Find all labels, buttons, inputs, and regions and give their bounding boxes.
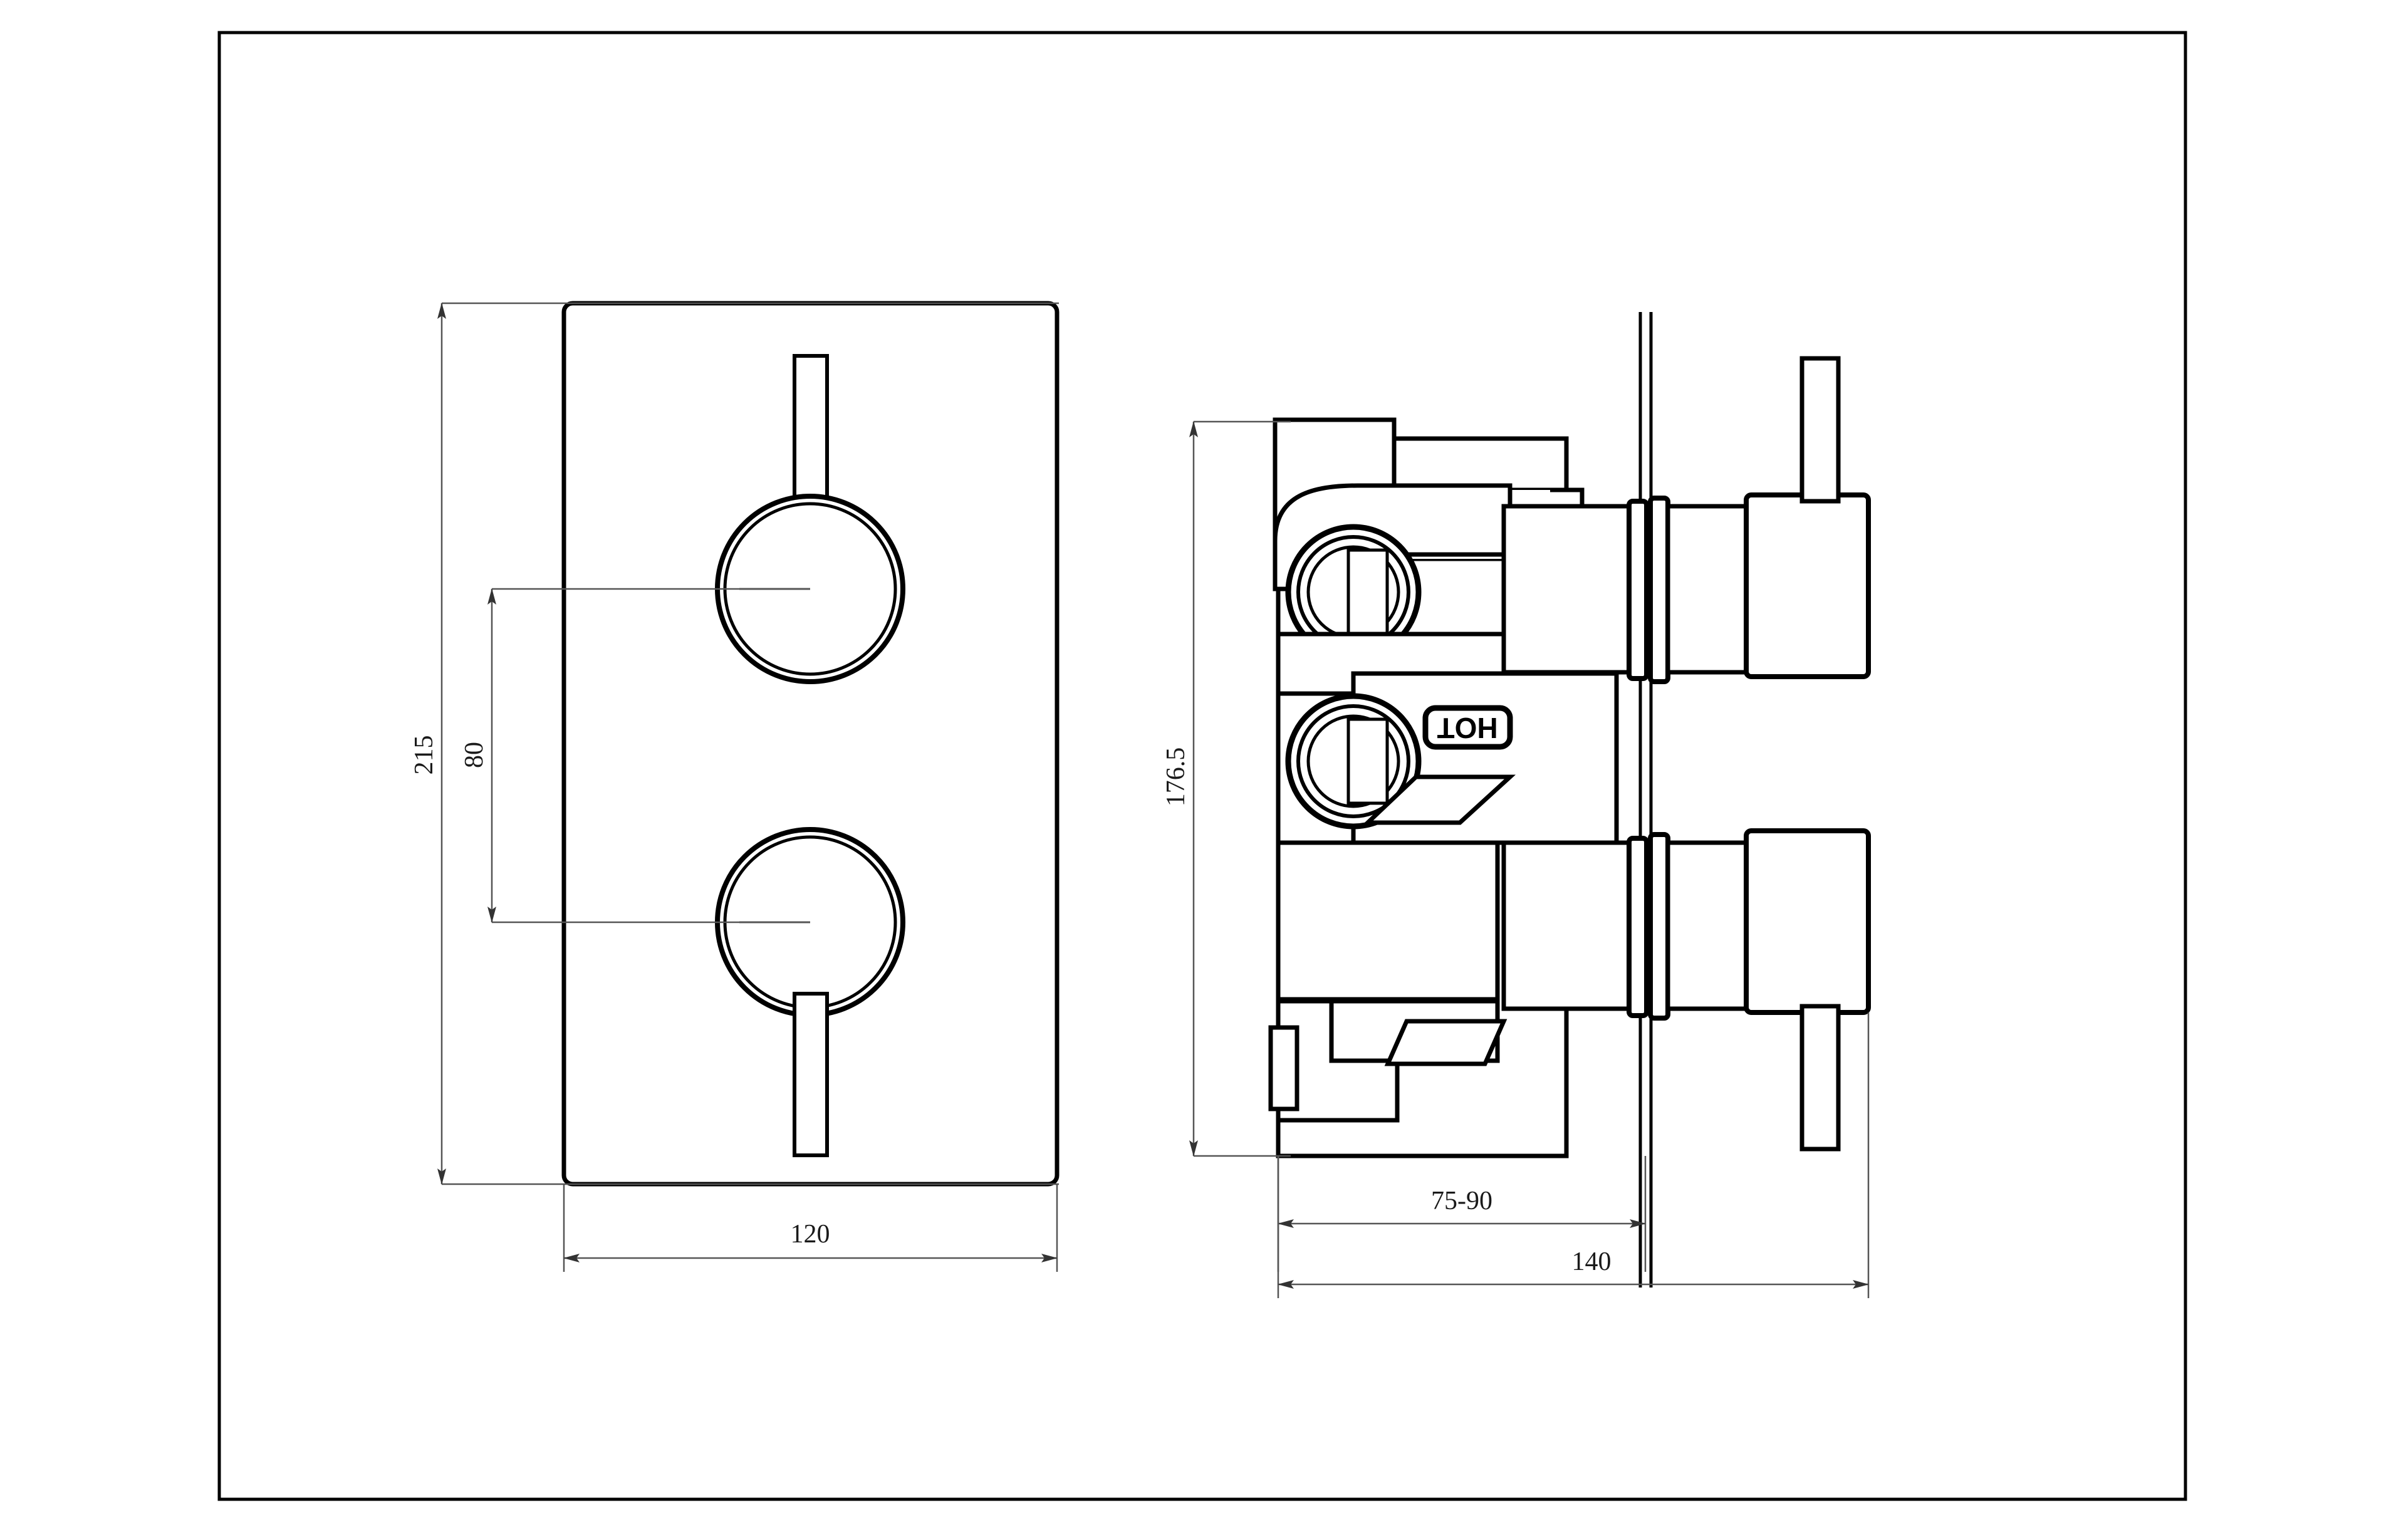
dim-140-label: 140: [1572, 1247, 1612, 1276]
dim-80-label: 80: [460, 742, 489, 768]
drawing-border: [217, 31, 2187, 1501]
dim-120: 120: [563, 1184, 1058, 1272]
dim-215: 215: [410, 302, 1059, 1185]
lower-lever-icon: [793, 992, 829, 1157]
dim-176-5: 176.5: [1162, 420, 1291, 1157]
upper-lever-icon: [793, 354, 829, 519]
front-view: 215 80 120: [410, 301, 1060, 1272]
upper-control[interactable]: [715, 354, 905, 684]
lower-body-block: [1268, 840, 1508, 1123]
dim-80: 80: [460, 588, 810, 923]
dim-176-5-label: 176.5: [1162, 747, 1190, 807]
dim-140: 140: [1277, 1012, 1870, 1298]
dim-75-90-label: 75-90: [1431, 1187, 1492, 1215]
hot-label: HOT: [1422, 705, 1513, 750]
lower-port-ring-icon: [1285, 693, 1422, 830]
mid-chamfer-plate: [1362, 774, 1516, 825]
wall-surface-lines: [1638, 312, 1653, 1288]
hot-label-text: HOT: [1437, 712, 1497, 744]
side-view: HOT: [1162, 312, 1871, 1298]
upper-valve-stem-assembly[interactable]: [1501, 356, 1871, 684]
upper-port-ring-icon: [1285, 524, 1422, 660]
dim-120-label: 120: [791, 1220, 830, 1249]
lower-valve-stem-assembly[interactable]: [1501, 828, 1871, 1152]
dim-215-label: 215: [410, 736, 439, 775]
